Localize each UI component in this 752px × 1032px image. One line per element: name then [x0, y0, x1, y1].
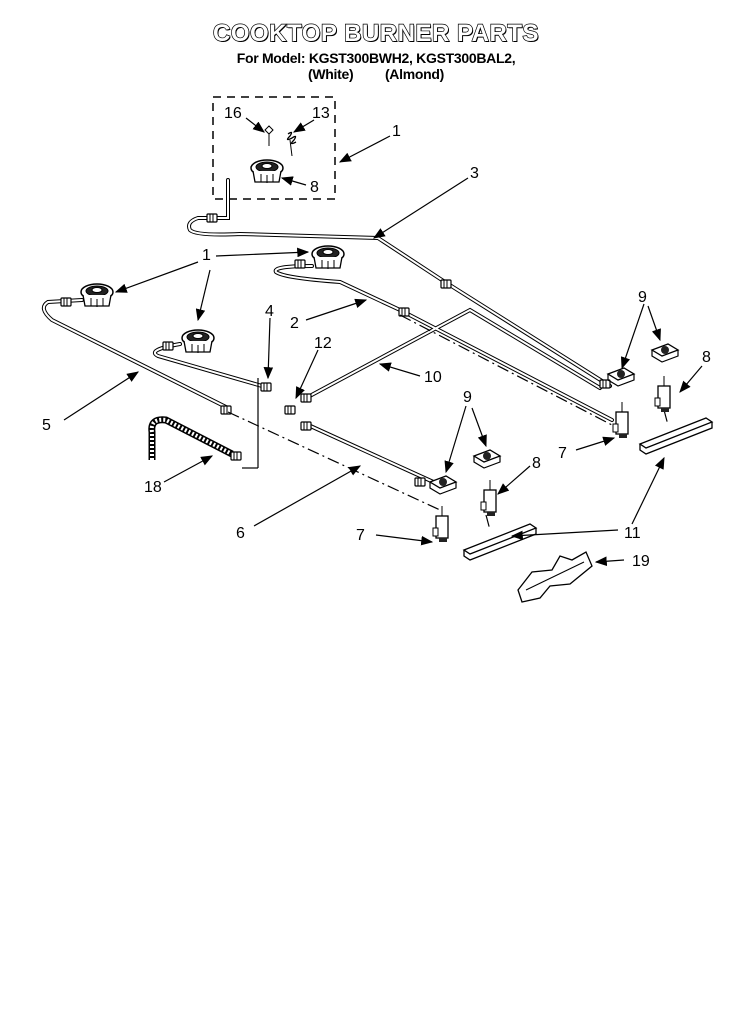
fitting — [260, 382, 272, 392]
callout-11: 11 — [624, 525, 641, 542]
burner-valve — [607, 367, 635, 387]
spring-clip-part — [286, 131, 297, 157]
color-line: (White) (Almond) — [0, 66, 752, 82]
burner-left-rear — [80, 283, 114, 308]
flex-hose — [148, 416, 242, 461]
callout-9-mid: 9 — [463, 389, 472, 406]
callout-18: 18 — [144, 479, 162, 496]
burner-assembly-box — [212, 96, 336, 200]
fitting — [599, 379, 611, 389]
model-line: For Model: KGST300BWH2, KGST300BAL2, — [236, 50, 516, 66]
callout-9-right: 9 — [638, 289, 647, 306]
callout-8-mid: 8 — [532, 455, 541, 472]
color-white-label: (White) — [308, 66, 354, 82]
callout-1-top: 1 — [392, 123, 401, 140]
callout-12: 12 — [314, 335, 332, 352]
callout-2: 2 — [290, 315, 299, 332]
tee-fitting — [284, 405, 296, 415]
burner-valve — [473, 449, 501, 469]
igniter-switch — [480, 479, 497, 517]
callout-7-mid: 7 — [356, 527, 365, 544]
burner-left-front — [181, 329, 215, 354]
color-almond-label: (Almond) — [384, 66, 444, 82]
fitting — [300, 393, 312, 403]
burner-valve — [429, 475, 457, 495]
callout-1-mid: 1 — [202, 247, 211, 264]
construction-lines — [227, 314, 669, 531]
callout-4: 4 — [265, 303, 274, 320]
fitting — [206, 213, 218, 223]
burner-top — [250, 159, 284, 184]
callout-10: 10 — [424, 369, 442, 386]
burner-valve — [651, 343, 679, 363]
fitting — [162, 341, 174, 351]
fitting — [414, 477, 426, 487]
callout-6: 6 — [236, 525, 245, 542]
callout-8-right: 8 — [702, 349, 711, 366]
callout-8-top: 8 — [310, 179, 319, 196]
callout-3: 3 — [470, 165, 479, 182]
callout-5: 5 — [42, 417, 51, 434]
fitting — [294, 259, 306, 269]
callout-16: 16 — [224, 105, 242, 122]
leader-lines — [63, 117, 703, 567]
screw-part — [264, 125, 274, 146]
callout-13: 13 — [312, 105, 330, 122]
burner-right-rear — [311, 245, 345, 270]
fitting — [300, 421, 312, 431]
mounting-bracket — [463, 523, 537, 561]
fitting — [60, 297, 72, 307]
callout-7-right: 7 — [558, 445, 567, 462]
igniter-switch — [612, 401, 629, 439]
callout-19: 19 — [632, 553, 650, 570]
igniter-switch — [432, 505, 449, 543]
igniter-switch — [654, 375, 671, 413]
mounting-bracket — [639, 417, 713, 455]
heat-shield — [517, 551, 593, 603]
page-title: COOKTOP BURNER PARTS — [212, 19, 540, 47]
fitting — [440, 279, 452, 289]
